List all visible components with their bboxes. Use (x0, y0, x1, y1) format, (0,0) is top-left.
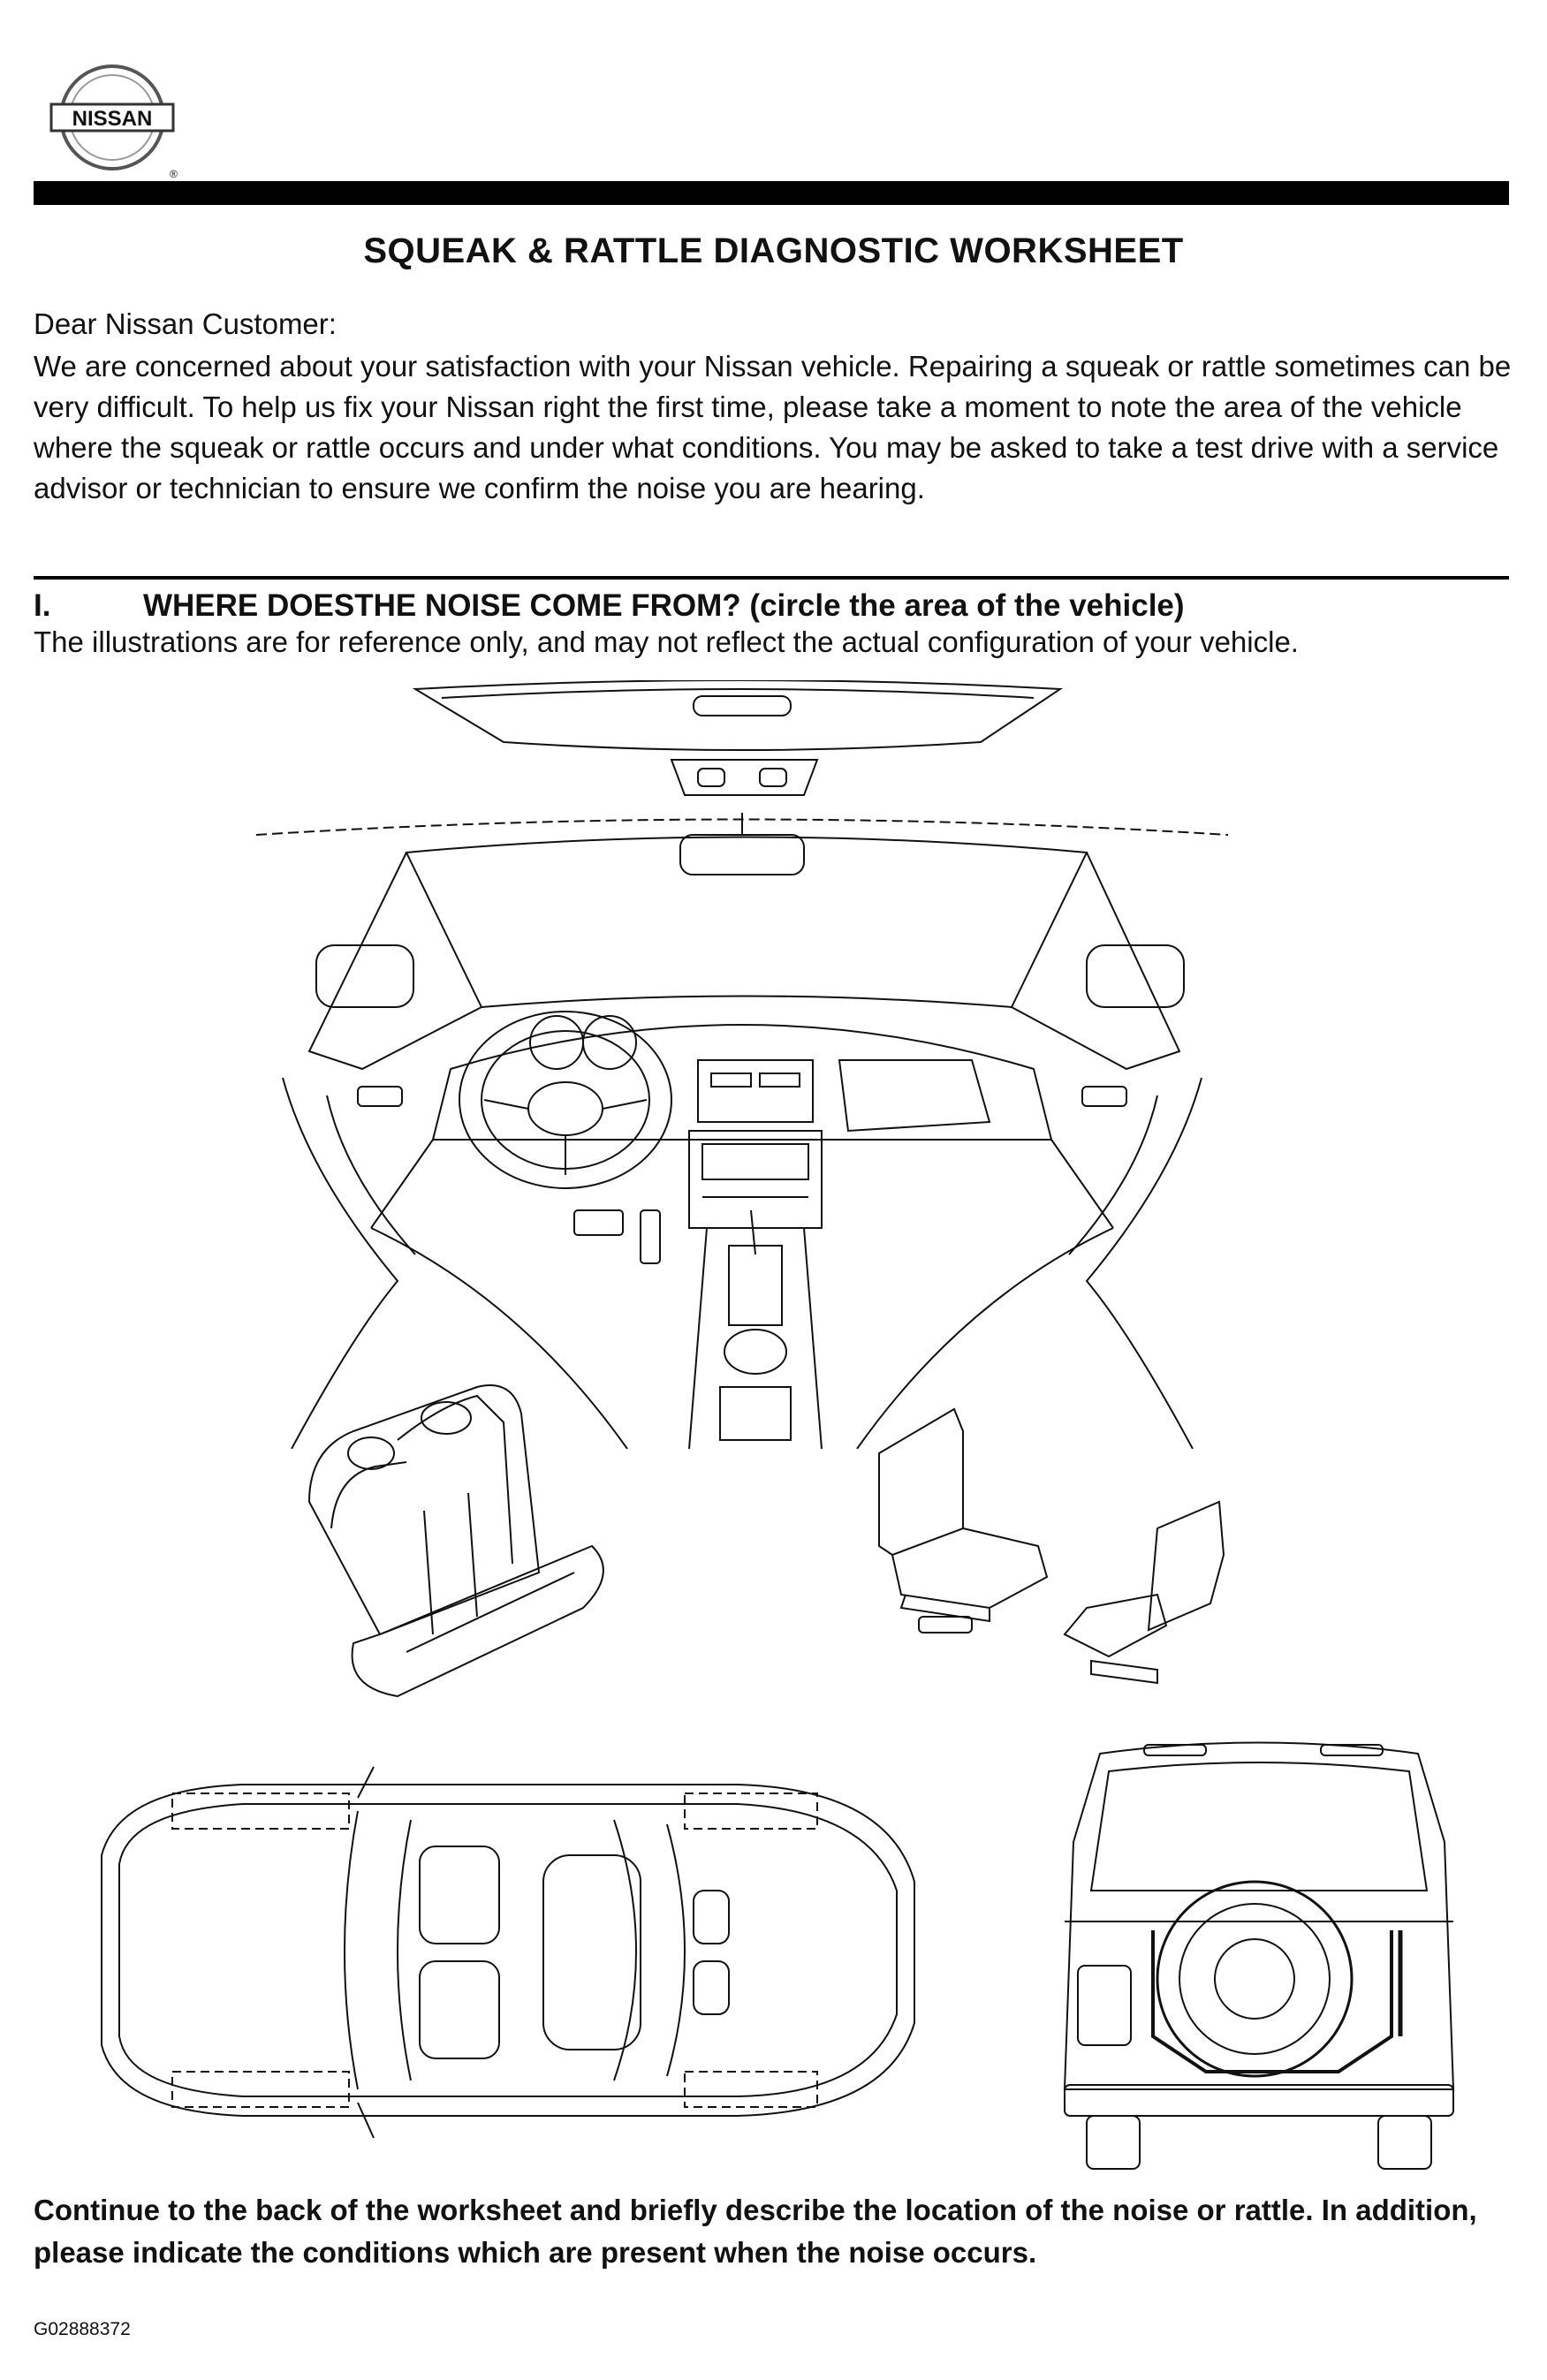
logo-text: NISSAN (72, 107, 153, 131)
section-heading: WHERE DOESTHE NOISE COME FROM? (circle t… (143, 588, 1185, 623)
front-seats-illustration (875, 1405, 1246, 1696)
section-number: I. (34, 588, 51, 623)
section-divider (34, 576, 1509, 580)
intro-paragraph: We are concerned about your satisfaction… (34, 350, 1512, 504)
section-subtext: The illustrations are for reference only… (34, 625, 1299, 658)
registered-mark: ® (170, 168, 178, 180)
interior-dashboard-illustration (256, 680, 1228, 1449)
sedan-top-view-illustration (66, 1749, 932, 2156)
suv-rear-view-illustration (1038, 1736, 1480, 2178)
footer-instructions: Continue to the back of the worksheet an… (34, 2194, 1477, 2269)
document-code: G02888372 (34, 2319, 131, 2339)
nissan-logo: NISSAN ® (46, 51, 178, 184)
rear-seat-illustration (292, 1369, 627, 1705)
page-title: SQUEAK & RATTLE DIAGNOSTIC WORKSHEET (363, 231, 1184, 270)
greeting: Dear Nissan Customer: (34, 307, 337, 340)
header-bar (34, 181, 1509, 205)
